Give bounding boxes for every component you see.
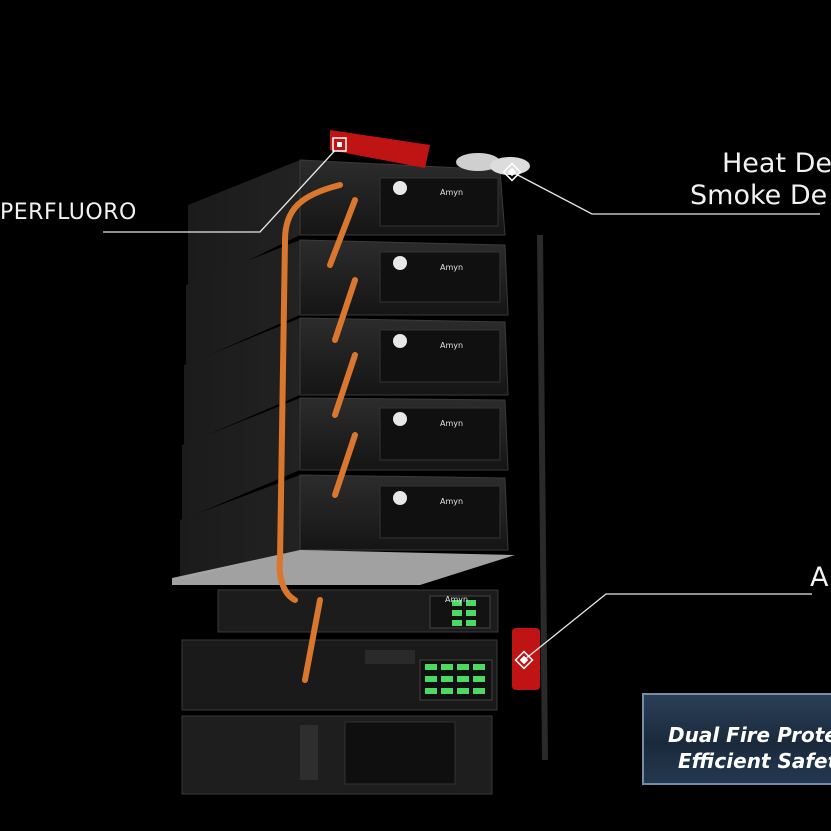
control-unit (217, 589, 499, 633)
heat-detector-label: Heat De (722, 148, 831, 179)
feature-banner: Dual Fire Prote Efficient Safet (632, 683, 831, 793)
rack-pole (537, 234, 548, 761)
brand-logo: Amyn (440, 188, 463, 197)
banner-panel: Dual Fire Prote Efficient Safet (642, 693, 831, 785)
power-button-icon (393, 256, 407, 270)
smoke-detector-label: Smoke De (690, 180, 828, 211)
brand-logo: Amyn (440, 341, 463, 350)
brand-logo: Amyn (440, 419, 463, 428)
banner-line-1: Dual Fire Prote (668, 723, 831, 747)
brand-logo: Amyn (445, 595, 468, 604)
power-button-icon (393, 412, 407, 426)
base-plate (172, 550, 515, 585)
callout-line-detector (511, 171, 820, 215)
callout-marker-aerosol (514, 650, 534, 670)
base-cabinet (181, 715, 493, 795)
brand-logo: Amyn (440, 497, 463, 506)
perfluoro-extinguisher (330, 130, 430, 168)
aerosol-label: A (810, 562, 829, 593)
brand-logo: Amyn (440, 263, 463, 272)
callout-line-perfluoro (103, 144, 341, 233)
perfluoro-label: PERFLUORO (0, 200, 137, 225)
power-button-icon (393, 181, 407, 195)
power-button-icon (393, 334, 407, 348)
callout-marker-perfluoro (332, 137, 347, 152)
power-button-icon (393, 491, 407, 505)
power-cables (276, 182, 358, 683)
callout-line-aerosol (523, 593, 812, 661)
banner-line-2: Efficient Safet (678, 749, 831, 773)
battery-module-5 (180, 474, 509, 580)
inverter-unit (181, 639, 498, 711)
